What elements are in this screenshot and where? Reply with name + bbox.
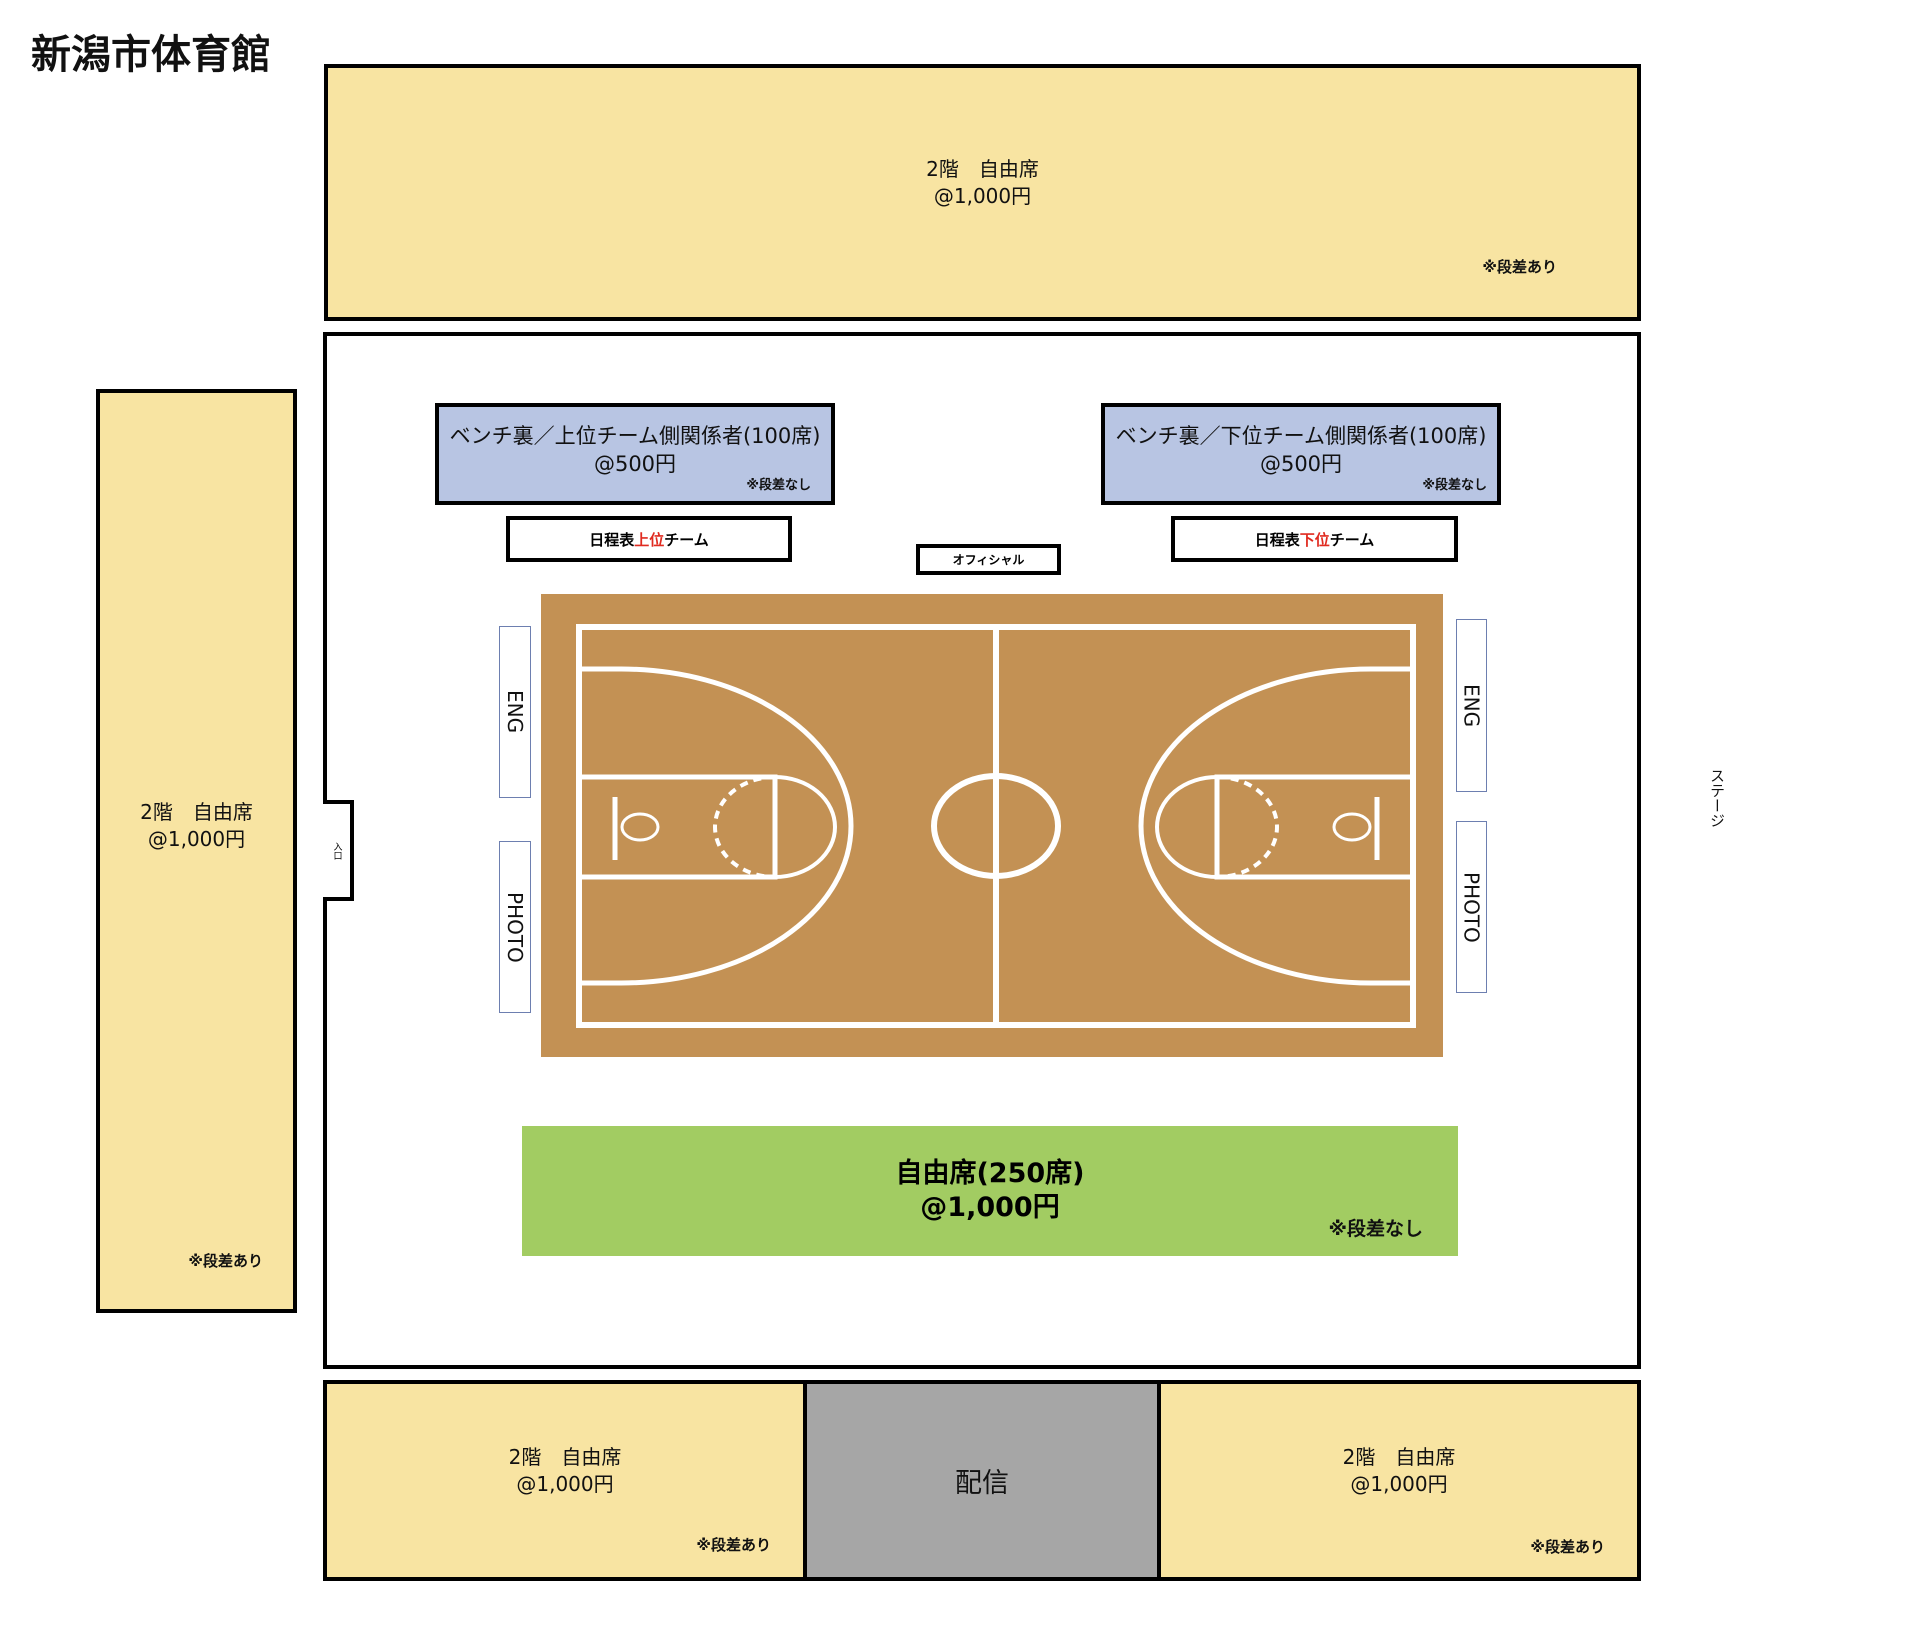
hoop xyxy=(620,812,660,842)
seat-note: ※段差あり xyxy=(1530,1538,1605,1556)
seat-label: 自由席(250席) xyxy=(895,1158,1085,1189)
schedule-highlight: 上位 xyxy=(634,530,665,549)
photo-right: PHOTO xyxy=(1456,821,1487,993)
venue-title: 新潟市体育館 xyxy=(31,32,271,78)
seat-label: 2階 自由席 xyxy=(1342,1444,1456,1469)
seat-label: 2階 自由席 xyxy=(140,800,253,824)
left-second-floor-seats[interactable]: 2階 自由席 @1,000円 ※段差あり xyxy=(96,389,297,1313)
photo-left: PHOTO xyxy=(499,841,531,1013)
seat-note: ※段差あり xyxy=(188,1252,263,1270)
seat-price: @1,000円 xyxy=(933,183,1032,208)
court-half-left xyxy=(576,666,854,986)
seat-price: @1,000円 xyxy=(920,1192,1060,1223)
basketball-court xyxy=(541,594,1443,1057)
seat-note: ※段差あり xyxy=(696,1536,771,1554)
schedule-board-lower: 日程表下位チーム xyxy=(1171,516,1458,562)
floor-free-seats[interactable]: 自由席(250席) @1,000円 ※段差なし xyxy=(522,1126,1458,1256)
free-throw-circle-dashed xyxy=(713,775,776,879)
seat-price: @500円 xyxy=(1259,452,1343,476)
court-lines xyxy=(576,624,1416,1028)
schedule-highlight: 下位 xyxy=(1299,530,1330,549)
schedule-prefix: 日程表 xyxy=(589,530,635,549)
schedule-suffix: チーム xyxy=(1329,530,1375,549)
seat-price: @500円 xyxy=(593,452,677,476)
seat-price: @1,000円 xyxy=(516,1471,614,1496)
seat-price: @1,000円 xyxy=(147,827,246,851)
official-table: オフィシャル xyxy=(916,544,1061,575)
seat-label: ベンチ裏／下位チーム側関係者(100席) xyxy=(1115,424,1487,448)
streaming-label: 配信 xyxy=(955,1468,1009,1499)
streaming-area: 配信 xyxy=(803,1380,1161,1581)
bottom-left-second-floor-seats[interactable]: 2階 自由席 @1,000円 ※段差あり xyxy=(323,1380,807,1581)
stage-label: ステージ xyxy=(1708,768,1726,828)
bottom-right-second-floor-seats[interactable]: 2階 自由席 @1,000円 ※段差あり xyxy=(1157,1380,1641,1581)
court-floor xyxy=(541,594,1443,1057)
schedule-prefix: 日程表 xyxy=(1254,530,1300,549)
eng-right: ENG xyxy=(1456,619,1487,792)
bench-lower-team-seats[interactable]: ベンチ裏／下位チーム側関係者(100席) @500円 ※段差なし xyxy=(1101,403,1501,505)
top-second-floor-seats[interactable]: 2階 自由席 @1,000円 ※段差あり xyxy=(324,64,1641,321)
eng-left: ENG xyxy=(499,626,531,798)
three-point-line xyxy=(579,666,854,986)
key-lane xyxy=(576,774,778,880)
schedule-suffix: チーム xyxy=(664,530,709,549)
free-throw-circle xyxy=(774,775,837,879)
seat-label: 2階 自由席 xyxy=(508,1444,622,1469)
seat-note: ※段差なし xyxy=(746,478,811,493)
seat-note: ※段差なし xyxy=(1422,478,1487,493)
schedule-board-upper: 日程表上位チーム xyxy=(506,516,792,562)
seat-label: 2階 自由席 xyxy=(926,156,1039,181)
seat-note: ※段差あり xyxy=(1482,258,1557,276)
center-circle xyxy=(931,773,1061,879)
seat-price: @1,000円 xyxy=(1350,1471,1448,1496)
entrance[interactable]: 入口 xyxy=(323,800,354,901)
bench-upper-team-seats[interactable]: ベンチ裏／上位チーム側関係者(100席) @500円 ※段差なし xyxy=(435,403,835,505)
seat-note: ※段差なし xyxy=(1328,1218,1423,1240)
seat-label: ベンチ裏／上位チーム側関係者(100席) xyxy=(449,424,821,448)
